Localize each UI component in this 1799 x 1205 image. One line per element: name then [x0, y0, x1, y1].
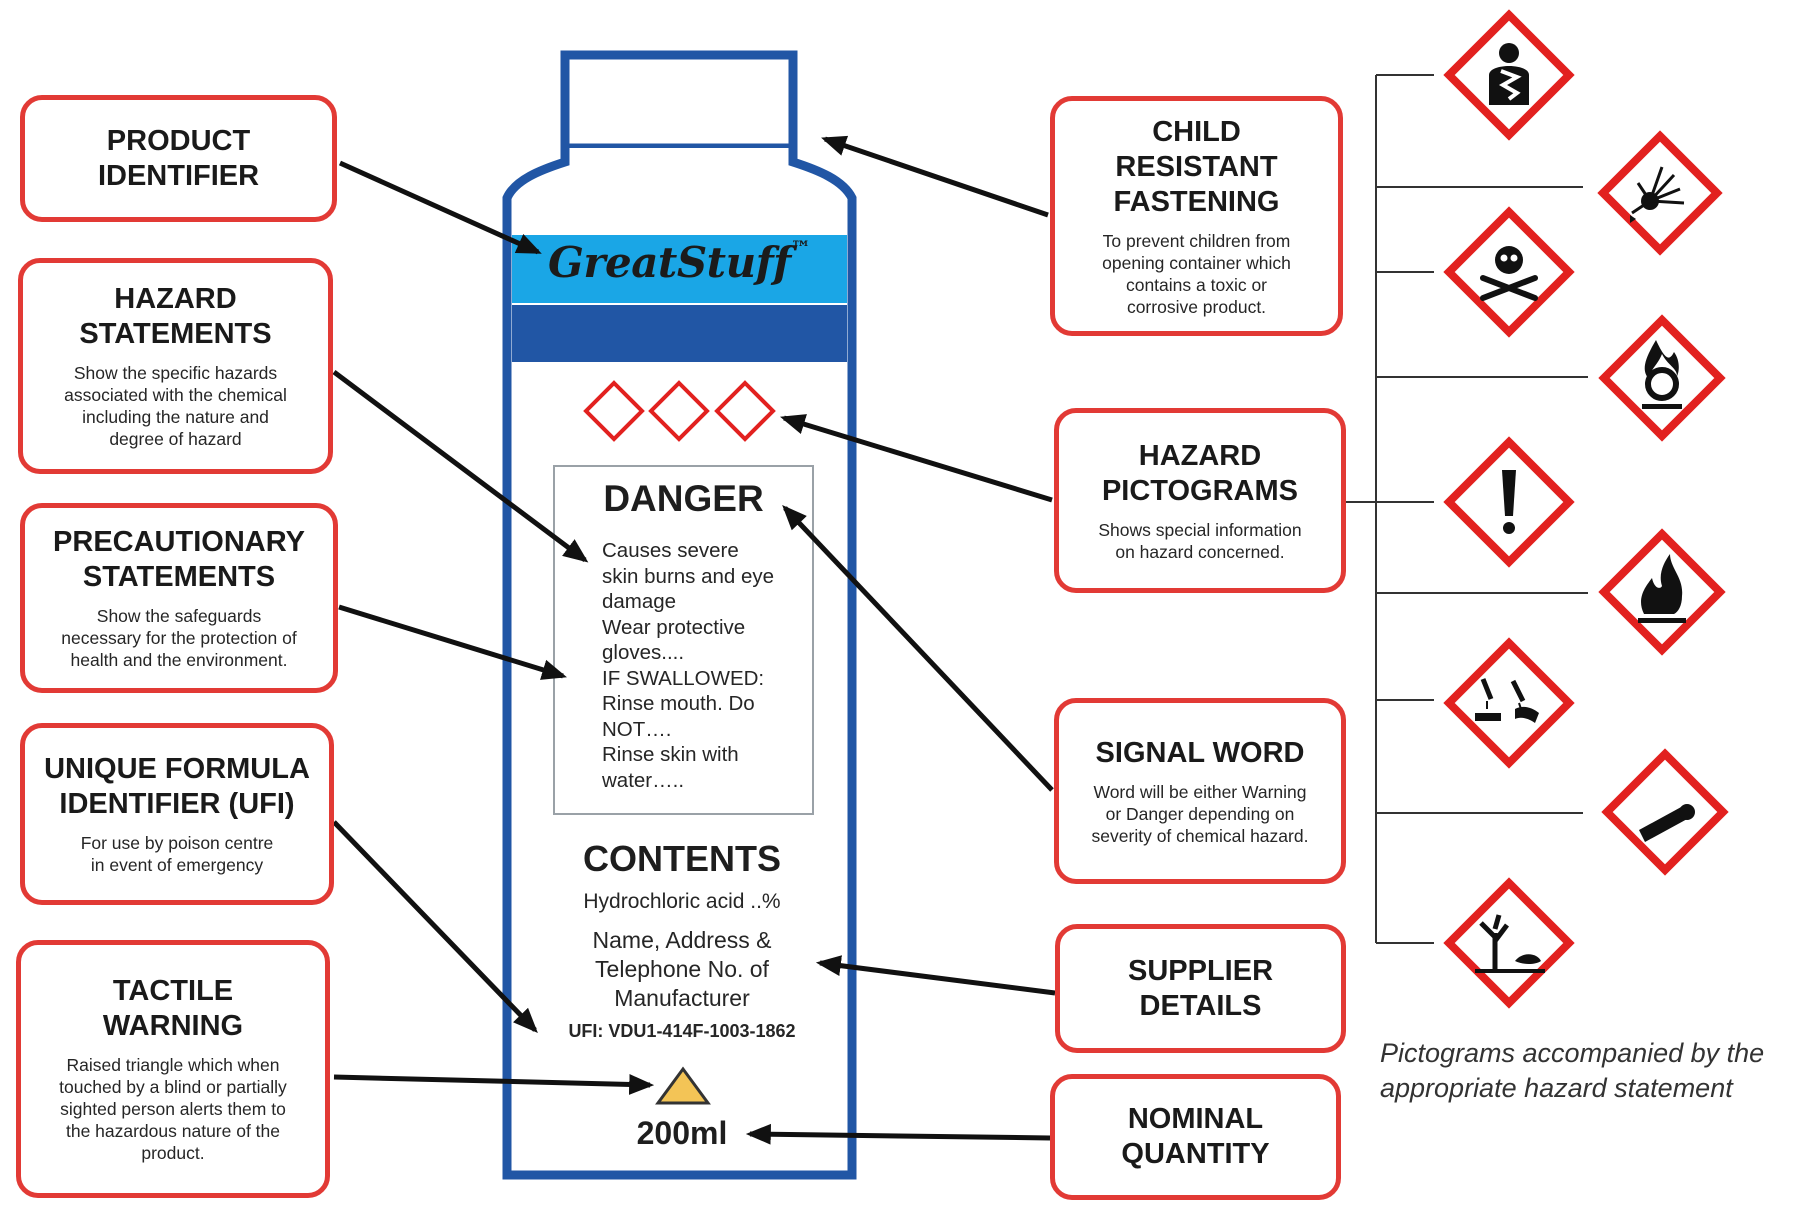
callout-hazard-statements: HAZARD STATEMENTS Show the specific haza… — [18, 258, 333, 474]
contents-heading: CONTENTS — [583, 838, 781, 879]
callout-arrows — [332, 135, 1056, 1145]
empty-pictogram-icon — [583, 380, 645, 442]
signal-word-text: DANGER — [603, 478, 764, 519]
callout-ufi: UNIQUE FORMULA IDENTIFIER (UFI) For use … — [20, 723, 334, 905]
callout-title: NOMINAL QUANTITY — [1121, 1103, 1270, 1170]
callout-description: Show the specific hazards associated wit… — [64, 363, 287, 449]
callout-title: HAZARD PICTOGRAMS — [1101, 439, 1299, 507]
oxidiser-icon — [1598, 314, 1726, 442]
arrow-precautionary — [338, 604, 567, 680]
arrow-signal-word — [782, 504, 1054, 792]
callout-title: SIGNAL WORD — [1095, 736, 1305, 769]
arrow-ufi — [332, 820, 538, 1033]
health-hazard-icon — [1443, 9, 1575, 141]
callout-title: PRODUCT IDENTIFIER — [97, 124, 260, 192]
arrow-hazard-statements — [332, 369, 589, 563]
callout-description: Word will be either Warning or Danger de… — [1091, 781, 1309, 846]
environment-icon — [1443, 877, 1575, 1009]
arrow-quantity — [745, 1123, 1051, 1145]
callout-product-identifier: PRODUCT IDENTIFIER — [20, 95, 337, 222]
callout-tactile-warning: TACTILE WARNING Raised triangle which wh… — [16, 940, 330, 1198]
tactile-triangle-icon — [655, 1066, 711, 1105]
callout-description: Show the safeguards necessary for the pr… — [61, 606, 297, 670]
callout-title: TACTILE WARNING — [102, 975, 244, 1042]
bottle-pictogram-outlines — [583, 380, 776, 442]
callout-supplier-details: SUPPLIER DETAILS — [1055, 924, 1346, 1053]
flammable-icon — [1598, 528, 1726, 656]
callout-hazard-pictograms: HAZARD PICTOGRAMS Shows special informat… — [1054, 408, 1346, 593]
callout-title: UNIQUE FORMULA IDENTIFIER (UFI) — [44, 753, 310, 820]
callout-child-resistant-fastening: CHILD RESISTANT FASTENING To prevent chi… — [1050, 96, 1343, 336]
pictogram-footnote: Pictograms accompanied by the appropriat… — [1380, 1038, 1765, 1103]
empty-pictogram-icon — [714, 380, 776, 442]
exclamation-icon — [1443, 436, 1575, 568]
toxic-icon — [1443, 206, 1575, 338]
bottle — [502, 50, 857, 1180]
pictogram-bracket — [1346, 74, 1588, 944]
bottle-cap — [560, 50, 798, 153]
callout-nominal-quantity: NOMINAL QUANTITY — [1050, 1074, 1341, 1200]
label-band — [512, 235, 847, 303]
arrow-pictograms — [780, 414, 1053, 503]
corrosive-icon — [1443, 637, 1575, 769]
arrow-supplier — [815, 955, 1056, 996]
dark-band — [512, 305, 847, 362]
callout-title: HAZARD STATEMENTS — [79, 283, 272, 350]
callout-signal-word: SIGNAL WORD Word will be either Warning … — [1054, 698, 1346, 884]
brand-name: GreatStuff™ — [548, 236, 811, 287]
callout-description: For use by poison centre in event of eme… — [80, 833, 274, 875]
callout-title: PRECAUTIONARY STATEMENTS — [53, 526, 305, 593]
arrow-child-resistant — [821, 135, 1049, 218]
contents-line: Hydrochloric acid ..% — [583, 890, 781, 913]
callout-description: To prevent children from opening contain… — [1102, 230, 1291, 317]
danger-panel — [553, 465, 814, 815]
hazard-statement-text: Causes severe skin burns and eye damage … — [602, 539, 775, 792]
callout-precautionary-statements: PRECAUTIONARY STATEMENTS Show the safegu… — [20, 503, 338, 693]
arrow-product-identifier — [338, 160, 542, 255]
manufacturer-text: Name, Address & Telephone No. of Manufac… — [592, 927, 772, 1011]
explosive-icon — [1597, 130, 1723, 256]
callout-title: CHILD RESISTANT FASTENING — [1113, 115, 1280, 218]
callout-description: Shows special information on hazard conc… — [1098, 519, 1302, 562]
callout-title: SUPPLIER DETAILS — [1127, 954, 1274, 1022]
gas-cylinder-icon — [1601, 748, 1729, 876]
arrow-tactile — [333, 1074, 655, 1095]
callout-description: Raised triangle which when touched by a … — [59, 1055, 287, 1163]
nominal-quantity-text: 200ml — [636, 1115, 728, 1151]
ufi-code: UFI: VDU1-414F-1003-1862 — [568, 1021, 796, 1041]
empty-pictogram-icon — [648, 380, 710, 442]
